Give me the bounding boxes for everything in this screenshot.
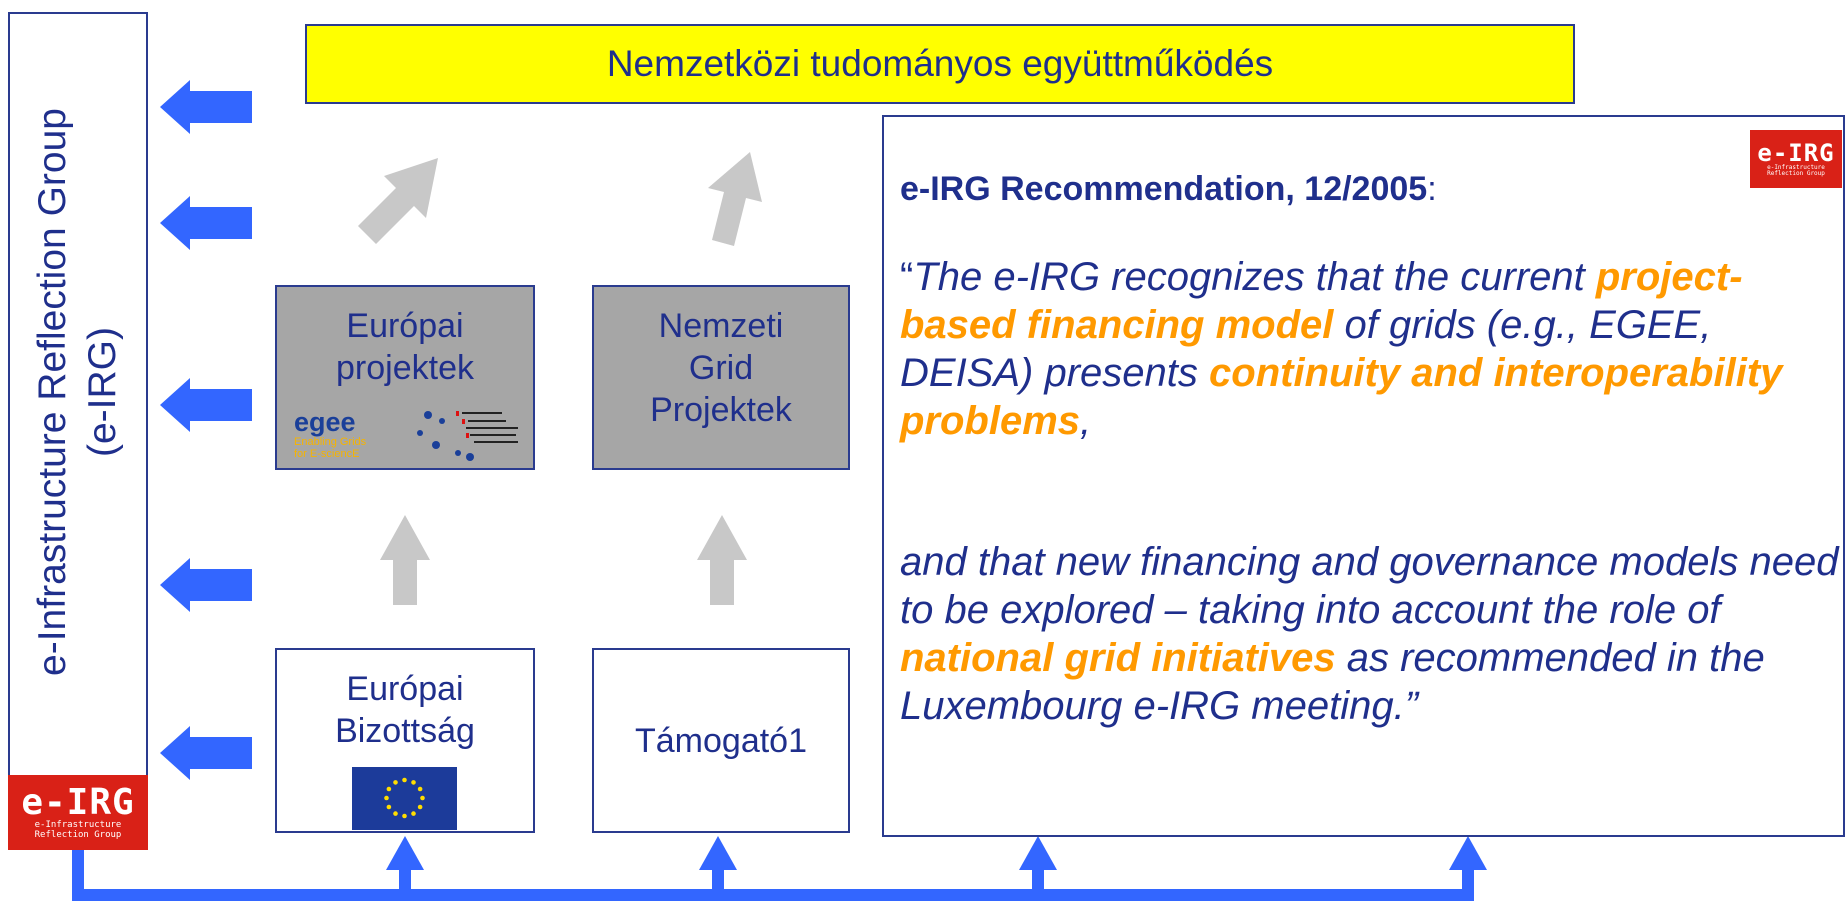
gray-arrow-diag-nemzeti bbox=[708, 152, 762, 246]
quote-highlight-continuity: continuity and interoperability problems bbox=[900, 351, 1783, 443]
national-grid-line1: Nemzeti bbox=[658, 307, 784, 345]
bottom-connector-line bbox=[72, 845, 1474, 901]
eirg-full-name: e-Infrastructure Reflection Group bbox=[31, 108, 75, 676]
up-arrow-rec-left bbox=[1019, 836, 1057, 870]
eirg-side-title: e-Infrastructure Reflection Group (e-IRG… bbox=[8, 12, 148, 772]
eirg-small-logo-wordmark: e-IRG bbox=[1757, 138, 1835, 167]
sponsor-label: Támogató1 bbox=[635, 721, 807, 760]
deisa-letters bbox=[456, 411, 469, 438]
egee-wordmark: egee bbox=[294, 407, 356, 437]
quote-p1-text-c: , bbox=[1080, 399, 1092, 443]
national-grid-line2: Grid bbox=[688, 349, 754, 387]
quote-p1-text-b: of grids (e.g., EGEE, DEISA) presents bbox=[900, 303, 1712, 395]
eirg-logo-wordmark: e-IRG bbox=[21, 782, 135, 824]
recommendation-box bbox=[882, 115, 1845, 837]
eirg-side-panel bbox=[8, 12, 148, 850]
left-arrow-4 bbox=[160, 558, 252, 612]
up-arrow-rec-right bbox=[1449, 836, 1487, 870]
eirg-logo: e-IRG e-Infrastructure Reflection Group bbox=[8, 775, 148, 850]
eu-flag-icon bbox=[352, 767, 457, 830]
up-arrow-tamogato bbox=[699, 836, 737, 870]
eirg-small-logo-tagline: e-Infrastructure Reflection Group bbox=[1767, 163, 1825, 178]
recommendation-colon: : bbox=[1427, 170, 1437, 208]
eirg-small-logo-tagline-2: Reflection Group bbox=[1767, 170, 1825, 177]
egee-deisa-logo: egee Enabling Grids for E-sciencE bbox=[294, 407, 518, 461]
eirg-logo-tagline-2: Reflection Group bbox=[34, 829, 122, 840]
recommendation-heading: e-IRG Recommendation, 12/2005: bbox=[900, 170, 1437, 209]
international-cooperation-banner: Nemzetközi tudományos együttműködés bbox=[305, 24, 1575, 104]
recommendation-quote-paragraph-2: and that new financing and governance mo… bbox=[900, 538, 1845, 730]
european-commission-line2: Bizottság bbox=[335, 712, 475, 750]
deisa-text-lines bbox=[462, 412, 518, 443]
recommendation-quote-paragraph-1: “The e-IRG recognizes that the current p… bbox=[900, 253, 1845, 445]
eirg-small-logo-tagline-1: e-Infrastructure bbox=[1767, 163, 1825, 171]
eirg-abbrev: (e-IRG) bbox=[81, 327, 125, 458]
quote-p2-text-b: as recommended in the Luxembourg e-IRG m… bbox=[900, 636, 1765, 728]
quote-highlight-financing-model: project-based financing model bbox=[900, 255, 1743, 347]
european-commission-line1: Európai bbox=[346, 670, 464, 708]
european-projects-box: Európai projektek bbox=[275, 285, 535, 470]
open-quote-mark: “ bbox=[900, 255, 914, 299]
national-grid-line3: Projektek bbox=[650, 391, 792, 429]
left-arrow-1 bbox=[160, 80, 252, 134]
left-arrow-2 bbox=[160, 196, 252, 250]
european-projects-line2: projektek bbox=[336, 349, 474, 387]
quote-p2-text-a: and that new financing and governance mo… bbox=[900, 540, 1839, 632]
quote-highlight-national-grid: national grid initiatives bbox=[900, 636, 1336, 680]
gray-arrow-up-nemzeti bbox=[697, 515, 747, 605]
european-projects-line1: Európai bbox=[346, 307, 464, 345]
quote-p1-text-a: The e-IRG recognizes that the current bbox=[913, 255, 1596, 299]
eirg-logo-tagline: e-Infrastructure Reflection Group bbox=[34, 820, 122, 840]
left-arrow-5 bbox=[160, 726, 252, 780]
egee-tagline-1: Enabling Grids bbox=[294, 436, 367, 448]
left-arrow-3 bbox=[160, 378, 252, 432]
gray-arrow-diag-europai bbox=[358, 158, 438, 244]
recommendation-title: e-IRG Recommendation, 12/2005 bbox=[900, 170, 1428, 208]
sponsor-box: Támogató1 bbox=[592, 648, 850, 833]
gray-arrow-up-europai bbox=[380, 515, 430, 605]
national-grid-projects-box: Nemzeti Grid Projektek bbox=[592, 285, 850, 470]
eirg-small-logo: e-IRG e-Infrastructure Reflection Group bbox=[1750, 130, 1842, 188]
eirg-logo-tagline-1: e-Infrastructure bbox=[34, 820, 122, 831]
deisa-star-logo bbox=[417, 411, 474, 461]
up-arrow-bizottsag bbox=[386, 836, 424, 870]
egee-tagline-2: for E-sciencE bbox=[294, 448, 359, 460]
